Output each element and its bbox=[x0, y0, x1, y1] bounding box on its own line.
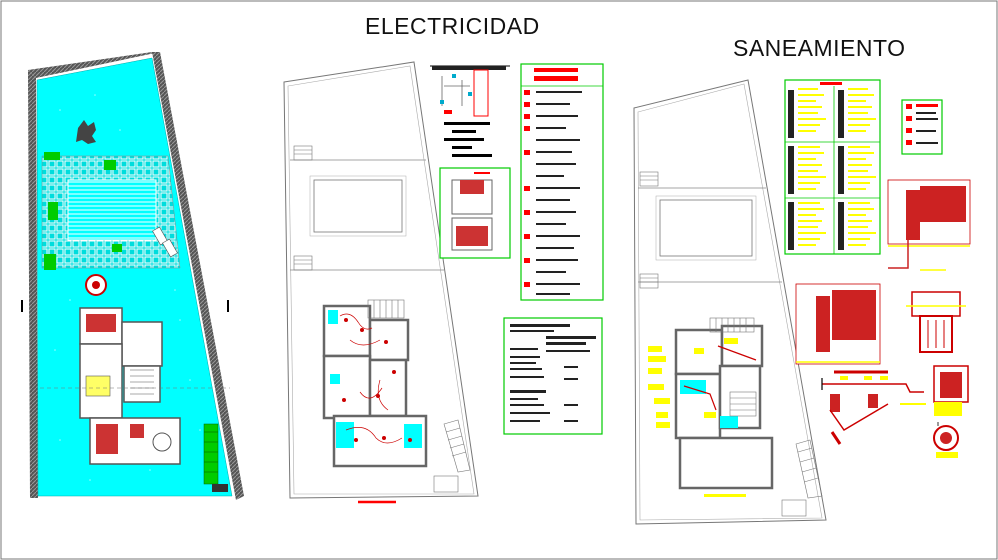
boundary-wall-left bbox=[28, 70, 38, 498]
circuit-lines bbox=[339, 313, 403, 444]
bed bbox=[86, 314, 116, 332]
pool-outline bbox=[313, 179, 403, 233]
garden-marker bbox=[104, 160, 116, 170]
stair bbox=[367, 299, 405, 319]
garden-marker bbox=[44, 254, 56, 270]
drain-pipe-detail bbox=[821, 370, 926, 445]
manhole-details bbox=[795, 283, 969, 458]
lounger bbox=[162, 238, 178, 258]
hedge bbox=[203, 423, 219, 485]
garden-marker bbox=[48, 202, 58, 220]
lawn-texture bbox=[54, 94, 201, 481]
electrical-detail-panel bbox=[430, 65, 511, 259]
entry-steps bbox=[795, 439, 823, 499]
tree-icon bbox=[76, 120, 96, 144]
sanitation-title: SANEAMIENTO bbox=[733, 35, 906, 61]
electrical-legend bbox=[520, 63, 604, 301]
house-footprint bbox=[79, 307, 181, 465]
electrical-notes bbox=[503, 317, 603, 435]
annotation-tags bbox=[648, 338, 738, 428]
pool-outline bbox=[659, 199, 753, 257]
electricity-title: ELECTRICIDAD bbox=[365, 13, 540, 39]
boundary-wall-top bbox=[28, 52, 160, 78]
sofa bbox=[96, 424, 118, 454]
garden-marker bbox=[44, 152, 60, 160]
steps bbox=[293, 145, 313, 271]
swimming-pool bbox=[67, 179, 157, 241]
garden-marker bbox=[112, 244, 122, 252]
sanitation-house-plan bbox=[674, 324, 774, 490]
sanitation-legend bbox=[784, 79, 881, 255]
boundary-wall-right bbox=[152, 52, 244, 500]
entry-steps bbox=[443, 419, 471, 473]
sanitation-symbol-key bbox=[901, 99, 943, 155]
site-plan bbox=[21, 52, 244, 500]
electrical-plan bbox=[283, 61, 479, 504]
light-fixtures bbox=[342, 318, 412, 442]
sanitation-section-detail bbox=[887, 179, 971, 271]
gate bbox=[212, 484, 228, 492]
drain-lines bbox=[683, 345, 757, 411]
sanitation-plan bbox=[633, 79, 827, 525]
